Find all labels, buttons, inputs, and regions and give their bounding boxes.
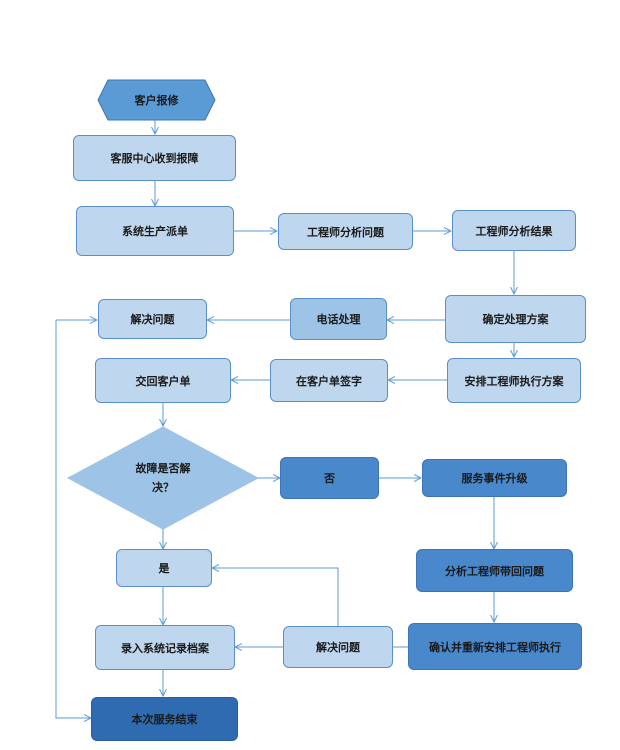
- node-customer-report: 客户报修: [134, 94, 179, 107]
- node-return-customer-form: 交回客户单: [95, 358, 231, 403]
- connector: [55, 320, 91, 718]
- node-no: 否: [280, 457, 379, 499]
- node-engineer-analyze: 工程师分析问题: [278, 213, 413, 250]
- node-decision-resolved: 故障是否解 决？: [100, 455, 226, 501]
- node-solve-problem-top: 解决问题: [98, 299, 207, 339]
- node-archive-record: 录入系统记录档案: [95, 625, 235, 670]
- node-solve-problem-bottom: 解决问题: [283, 626, 393, 668]
- node-service-center-received: 客服中心收到报障: [73, 135, 236, 181]
- node-service-end: 本次服务结束: [91, 697, 238, 741]
- node-phone-handling: 电话处理: [290, 298, 387, 340]
- node-yes: 是: [116, 549, 212, 587]
- node-arrange-engineer: 安排工程师执行方案: [447, 358, 581, 403]
- start-hexagon: [97, 79, 216, 121]
- node-sign-customer-form: 在客户单签字: [270, 359, 388, 402]
- decision-label-line1: 故障是否解: [135, 462, 191, 475]
- node-decide-plan: 确定处理方案: [445, 295, 586, 343]
- node-reconfirm-arrange: 确认并重新安排工程师执行: [408, 623, 582, 670]
- decision-label-line2: 决？: [152, 481, 174, 494]
- connector: [212, 568, 339, 626]
- node-system-dispatch: 系统生产派单: [76, 206, 234, 256]
- node-engineer-result: 工程师分析结果: [452, 210, 576, 251]
- node-escalate: 服务事件升级: [422, 459, 567, 497]
- node-engineer-bring-back: 分析工程师带回问题: [416, 549, 573, 592]
